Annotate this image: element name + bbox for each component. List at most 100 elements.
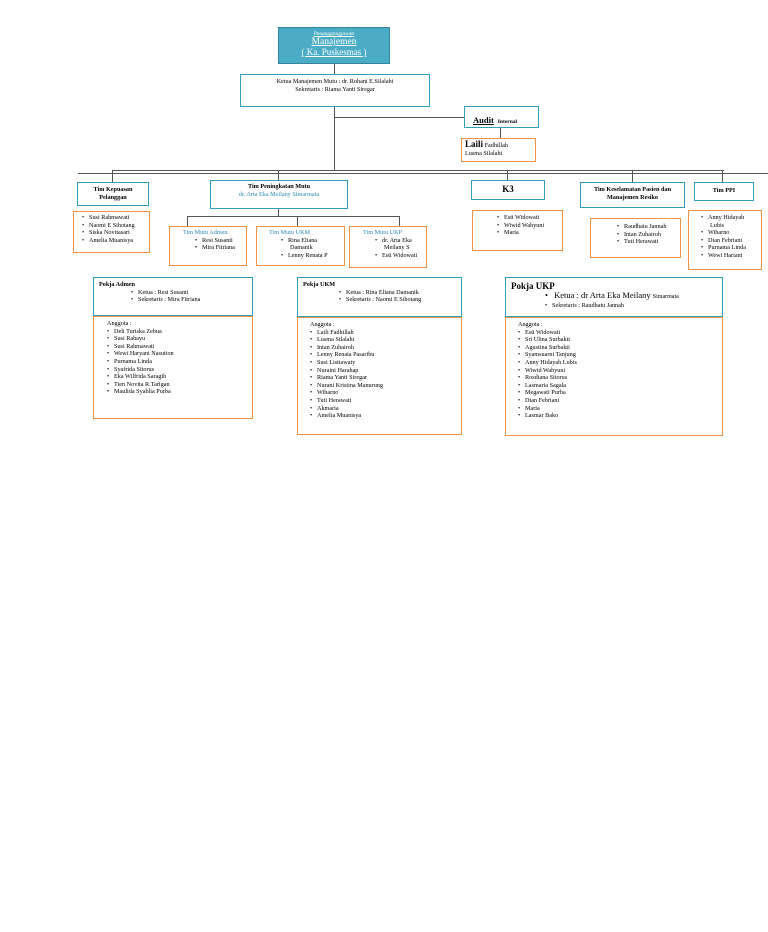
list-item: Lasmar Bako — [518, 412, 722, 420]
list-item: Maria — [518, 405, 722, 413]
connector-mutu-sub — [278, 209, 279, 217]
pokja-ukp-ketua: Ketua : dr Arta Eka Meilany Simarmata — [545, 291, 722, 302]
mutu-ukp-list: dr. Arta Eka Meilany S Esti Widowati — [363, 237, 425, 260]
list-item: Anny Hidayah Lubis — [518, 359, 722, 367]
pokja-ukm-sekretaris: Sekretaris : Naomi E Sihotang — [339, 296, 461, 304]
mutu-ukm-title: Tim Mutu UKM — [269, 229, 311, 236]
mutu-ukp-box: Tim Mutu UKP dr. Arta Eka Meilany S Esti… — [349, 226, 427, 268]
connector-drop-kepuasan — [112, 171, 113, 182]
k3-title-box: K3 — [471, 180, 545, 200]
audit-title: Audit — [473, 115, 494, 125]
mutu-ukm-box: Tim Mutu UKM Rina Eliana Damanik Lenny R… — [256, 226, 345, 266]
list-item: Nuraini Harahap — [310, 367, 461, 375]
k3-list: Esti Widowati Wiwid Wahyuni Maria — [497, 214, 562, 237]
list-item: Anny Hidayah Lubis — [701, 214, 749, 229]
list-item: Wiwid Wahyuni — [518, 367, 722, 375]
list-item: Wiwid Wahyuni — [497, 222, 562, 230]
kepuasan-members-box: Susi Rahmawati Naomi E Sihotang Siska No… — [73, 211, 150, 253]
list-item: Syafrida Sitorus — [107, 366, 252, 374]
pokja-ukp-ketua-big: Ketua : dr Arta Eka Meilany — [554, 290, 651, 300]
list-item: Lenny Renata Pasaribu — [310, 351, 461, 359]
pokja-ukm-header: Pokja UKM Ketua : Rina Eliana Damanik Se… — [297, 277, 462, 317]
list-item: Intan Zuhairoh — [617, 231, 680, 239]
connector-drop-ppi — [722, 171, 723, 182]
k3-title: K3 — [502, 184, 514, 194]
audit-member2: Lusma Silalahi — [465, 149, 503, 157]
list-item: Rosdiana Sitorus — [518, 374, 722, 382]
pokja-ukp-anggota-label: Anggota : — [518, 321, 543, 328]
list-item: Amelia Muanisya — [310, 412, 461, 420]
list-item: Tuti Herawati — [310, 397, 461, 405]
list-item: Mira Fitriana — [195, 244, 246, 252]
mutu-admen-title: Tim Mutu Admen — [183, 229, 228, 236]
ketua-line: Ketua Manajemen Mutu : dr. Rohani E.Sila… — [276, 78, 394, 85]
connector-top-ketua — [334, 64, 335, 74]
list-item: Amelia Muanisya — [82, 237, 149, 245]
list-item: Naomi E Sihotang — [82, 222, 149, 230]
list-item: Deli Turiska Zebua — [107, 328, 252, 336]
mutu-ukp-title: Tim Mutu UKP — [363, 229, 402, 236]
pokja-ukm-list: Laili Fadhillah Lusma Silalahi Intan Zuh… — [310, 329, 461, 420]
pokja-ukp-header: Pokja UKP Ketua : dr Arta Eka Meilany Si… — [505, 277, 723, 317]
top-management-box: Penanggungjawab Manajemen ( Ka. Puskesma… — [278, 27, 390, 64]
mutu-ukm-list: Rina Eliana Damanik Lenny Renata P — [269, 237, 337, 260]
pokja-ukm-title: Pokja UKM — [303, 281, 336, 288]
connector-audit-laili — [500, 128, 501, 138]
top-subtitle: ( Ka. Puskesmas ) — [301, 47, 367, 57]
pokja-admen-anggota-label: Anggota : — [107, 320, 132, 327]
pokja-admen-officers: Ketua : Resi Susanti Sekretaris : Mira F… — [99, 289, 252, 304]
list-item: Susi Rahmawati — [82, 214, 149, 222]
audit-box: Audit Internal — [464, 106, 539, 128]
ppi-title: Tim PPI — [712, 187, 736, 194]
pokja-admen-ketua: Ketua : Resi Susanti — [131, 289, 252, 297]
list-item: Rina Eliana Damanik — [281, 237, 337, 252]
list-item: Riama Yanti Siregar — [310, 374, 461, 382]
list-item: Maria — [497, 229, 562, 237]
list-item: Agustina Surbakti — [518, 344, 722, 352]
list-item: Sri Ulina Surbakti — [518, 336, 722, 344]
pokja-admen-list: Deli Turiska Zebua Susi Rahayu Susi Rahm… — [107, 328, 252, 396]
audit-member-big: Laili — [465, 139, 484, 149]
list-item: Wewi Hariani — [701, 252, 749, 260]
connector-drop-k3 — [507, 171, 508, 180]
connector-main-audit — [334, 117, 464, 118]
list-item: Lusma Silalahi — [310, 336, 461, 344]
list-item: Tien Novita R.Tarigan — [107, 381, 252, 389]
list-item: Raudhatu Jannah — [617, 223, 680, 231]
connector-drop-keselamatan — [632, 171, 633, 182]
pokja-admen-members-box: Anggota : Deli Turiska Zebua Susi Rahayu… — [93, 316, 253, 419]
connector-mutu-subbar — [187, 216, 399, 217]
connector-drop-mutu — [278, 171, 279, 180]
list-item: Syamsuarni Tanjung — [518, 351, 722, 359]
list-item: Laili Fadhillah — [310, 329, 461, 337]
ketua-manajemen-box: Ketua Manajemen Mutu : dr. Rohani E.Sila… — [240, 74, 430, 107]
mutu-admen-list: Resi Susanti Mira Fitriana — [183, 237, 246, 252]
pokja-ukp-sekretaris: Sekretaris : Raudhatu Jannah — [545, 302, 722, 310]
list-item: Susi Listiawaty — [310, 359, 461, 367]
keselamatan-title-box: Tim Keselamatan Pasien dan Manajemen Res… — [580, 182, 685, 208]
list-item: Nurani Kristina Manurung — [310, 382, 461, 390]
list-item: Akmaria — [310, 405, 461, 413]
list-item: Dian Febriani — [518, 397, 722, 405]
keselamatan-title: Tim Keselamatan Pasien dan Manajemen Res… — [593, 186, 672, 201]
pokja-ukp-members-box: Anggota : Esti Widowati Sri Ulina Surbak… — [505, 317, 723, 436]
mutu-admen-box: Tim Mutu Admen Resi Susanti Mira Fitrian… — [169, 226, 247, 266]
list-item: Wiharno — [310, 389, 461, 397]
list-item: Siska Novitasari — [82, 229, 149, 237]
pokja-admen-sekretaris: Sekretaris : Mira Fitriana — [131, 296, 252, 304]
list-item: Resi Susanti — [195, 237, 246, 245]
list-item: Esti Widowati — [497, 214, 562, 222]
list-item: Purnama Linda — [701, 244, 749, 252]
connector-ketua-main — [334, 107, 335, 171]
list-item: Wewi Haryani Nasution — [107, 350, 252, 358]
pokja-ukm-anggota-label: Anggota : — [310, 321, 335, 328]
pokja-ukm-members-box: Anggota : Laili Fadhillah Lusma Silalahi… — [297, 317, 462, 435]
list-item: Eka Wilfrida Saragih — [107, 373, 252, 381]
ppi-list: Anny Hidayah Lubis Wiharno Dian Febriani… — [701, 214, 749, 260]
list-item: Dian Febriani — [701, 237, 749, 245]
k3-members-box: Esti Widowati Wiwid Wahyuni Maria — [472, 210, 563, 251]
top-label: Penanggungjawab — [313, 31, 355, 37]
list-item: Esti Widowati — [375, 252, 425, 260]
list-item: Megawati Purba — [518, 389, 722, 397]
sekretaris-line: Sekretaris : Riama Yanti Siregar — [295, 85, 375, 93]
